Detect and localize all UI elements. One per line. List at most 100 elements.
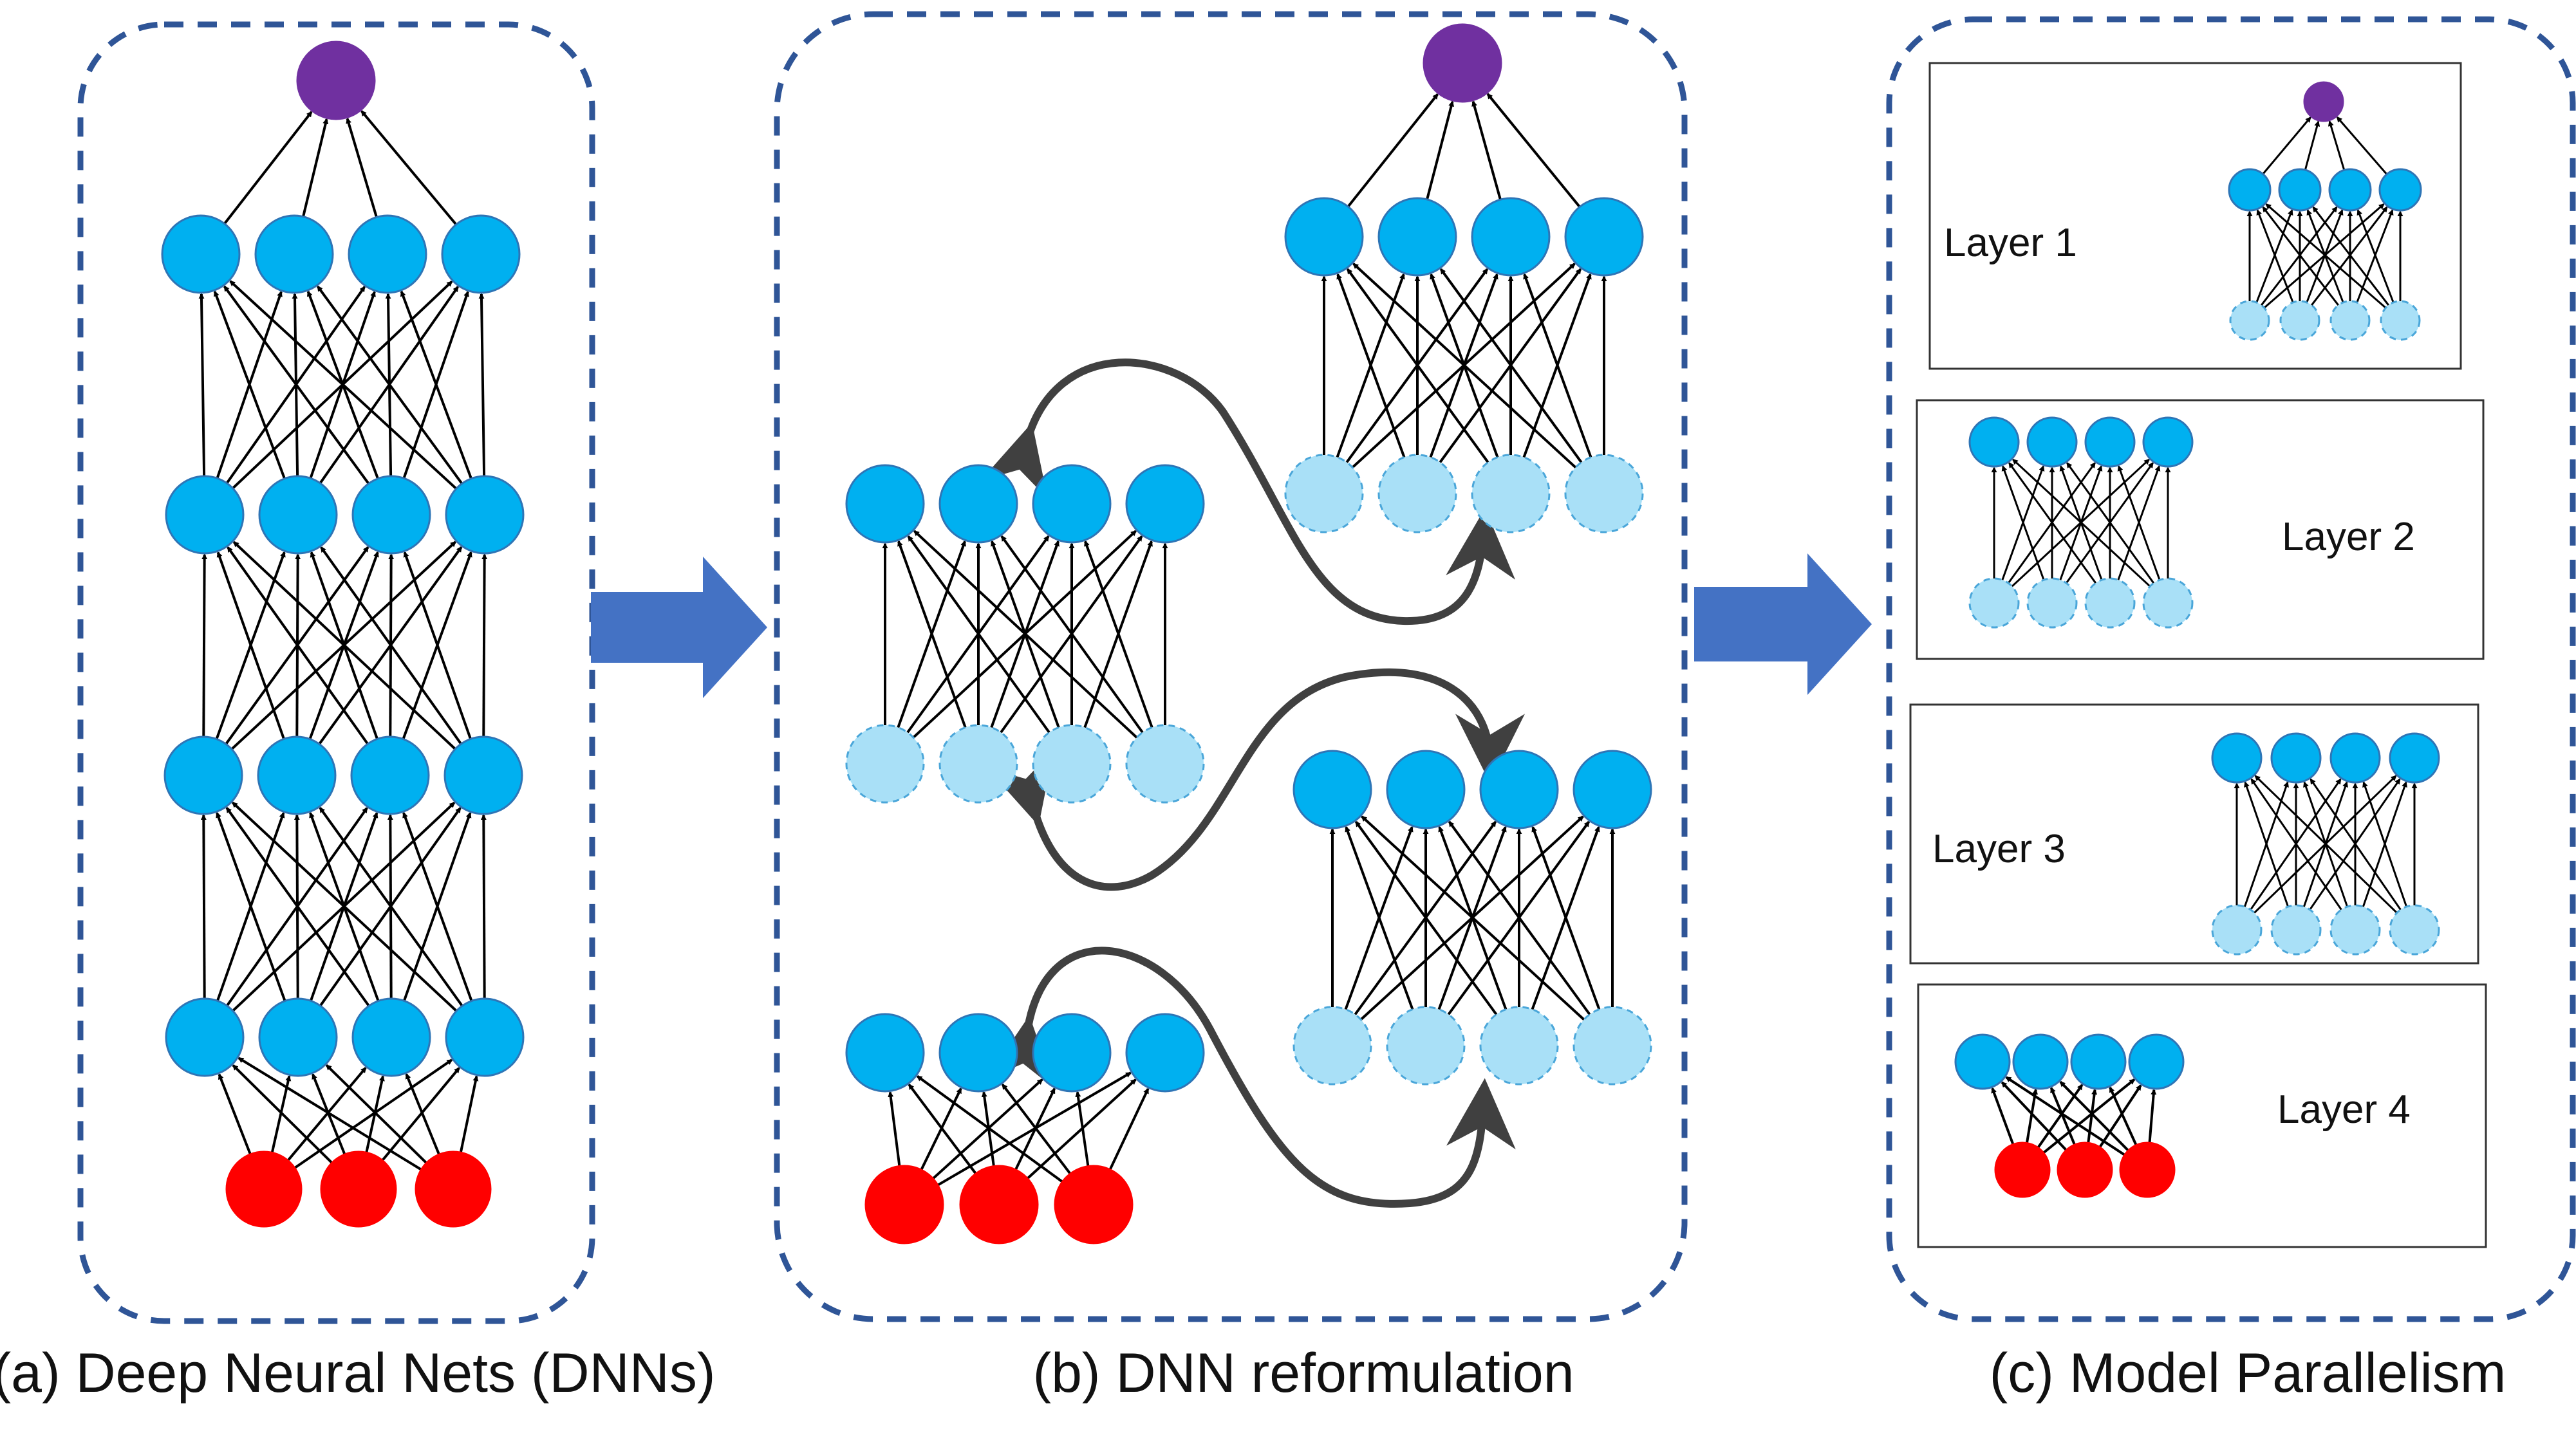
block-b3-edge xyxy=(1531,826,1601,1010)
dnn-a-hidden-node xyxy=(350,735,430,815)
layer3-c-hidden-node xyxy=(2211,732,2263,784)
layer1-c-edge xyxy=(2312,206,2389,306)
dnn-a-edge xyxy=(360,110,458,226)
block-b4-ghost-node xyxy=(1471,454,1551,533)
block-b3-edge xyxy=(1448,820,1591,1015)
dnn-a-input-node xyxy=(225,1151,303,1228)
layer4-c-input-node xyxy=(2119,1141,2176,1198)
dnn-a-edge xyxy=(480,814,487,999)
dnn-a-edge xyxy=(218,1073,252,1155)
layer1-c-hidden-node xyxy=(2378,168,2422,212)
caption-c: (c) Model Parallelism xyxy=(1989,1342,2506,1404)
block-b2-edge xyxy=(913,530,1138,739)
dnn-a-edge xyxy=(400,290,472,479)
dnn-a-hidden-node xyxy=(445,997,525,1077)
dnn-a-hidden-node xyxy=(441,214,521,294)
layer4-c-edge xyxy=(2148,1089,2157,1143)
dnn-a-hidden-node xyxy=(161,214,241,294)
dnn-a-hidden-node xyxy=(443,735,523,815)
block-b1-input-node xyxy=(959,1165,1039,1244)
curved-flow-arrows xyxy=(980,358,1525,1208)
block-b4-hidden-node xyxy=(1284,197,1364,277)
dnn-a-edge xyxy=(270,1075,292,1153)
block-b4-ghost-node xyxy=(1564,454,1644,533)
layer4-c-input-node xyxy=(2057,1141,2113,1198)
block-b1-hidden-node xyxy=(845,1013,925,1093)
layer4-c-edge xyxy=(2025,1088,2039,1143)
layer2-c-edge xyxy=(2012,458,2151,587)
block-b4-edge xyxy=(1486,93,1581,208)
dnn-a-edge xyxy=(225,806,370,1007)
layer1-c-hidden-node xyxy=(2328,168,2372,212)
curve-arrow-1 xyxy=(980,358,1516,625)
layer2-c-edge xyxy=(2001,465,2045,580)
layer4-c-hidden-node xyxy=(1954,1033,2011,1090)
layer3-c-ghost-node xyxy=(2270,904,2322,956)
block-b1-edge xyxy=(1001,1083,1072,1175)
layer4-c-edge xyxy=(2109,1086,2138,1146)
caption-b: (b) DNN reformulation xyxy=(1032,1342,1574,1404)
layer-1-label: Layer 1 xyxy=(1944,221,2077,265)
block-b3-edge xyxy=(1361,815,1585,1021)
dnn-a-edge xyxy=(365,1075,385,1153)
layer2-c-ghost-node xyxy=(2084,577,2136,629)
layer4-c-edge xyxy=(2087,1088,2098,1143)
layer1-c-edge xyxy=(2256,209,2294,303)
dnn-a-edge xyxy=(403,551,472,740)
dnn-a-edge xyxy=(216,551,285,740)
block-b4-edge xyxy=(1426,100,1454,200)
dnn-a-hidden-node xyxy=(258,997,338,1077)
block-b2-ghost-node xyxy=(1032,724,1112,804)
layer3-c-hidden-node xyxy=(2389,732,2440,784)
block-b3-hidden-node xyxy=(1479,750,1559,829)
block-b2-edge xyxy=(907,535,1050,734)
block-b4-output-node xyxy=(1423,23,1502,103)
dnn-a-output-node xyxy=(296,41,376,120)
layer3-c-edge xyxy=(2254,775,2398,914)
block-b2-ghost-node xyxy=(845,724,925,804)
layer4-c-hidden-node xyxy=(2070,1033,2127,1090)
layer4-c-edge xyxy=(2098,1084,2142,1149)
block-b1-edge xyxy=(888,1091,901,1167)
dnn-a-edge xyxy=(223,111,313,225)
dnn-a-edge xyxy=(316,285,463,485)
dnn-a-edge xyxy=(200,814,207,999)
layer2-c-edge xyxy=(2008,462,2097,584)
layer2-c-ghost-node xyxy=(1968,577,2020,629)
dnn-a-edge xyxy=(286,1067,367,1161)
layer4-c-edge xyxy=(2049,1087,2076,1145)
layer4-c-edge xyxy=(2005,1076,2125,1156)
block-b2-edge xyxy=(897,540,967,728)
layer2-c-edge xyxy=(2066,462,2155,584)
block-b4-edge xyxy=(1471,100,1502,200)
layer2-c-ghost-node xyxy=(2142,577,2194,629)
dnn-a-edge xyxy=(198,293,206,477)
network-nodes xyxy=(161,23,2440,1244)
dnn-a-input-node xyxy=(415,1151,492,1228)
block-b4-hidden-node xyxy=(1564,197,1644,277)
dnn-a-edge xyxy=(223,285,370,485)
dnn-a-input-node xyxy=(320,1151,397,1228)
block-b3-edge xyxy=(1354,820,1498,1015)
layer4-c-input-node xyxy=(1994,1141,2051,1198)
block-b2-edge xyxy=(1084,540,1153,728)
layer1-c-ghost-node xyxy=(2279,300,2320,341)
block-b1-hidden-node xyxy=(1125,1013,1205,1093)
block-b4-ghost-node xyxy=(1377,454,1457,533)
block-b4-edge xyxy=(1347,93,1439,208)
block-b1-edge xyxy=(1075,1091,1090,1167)
layer4-c-edge xyxy=(2001,1081,2067,1151)
layer3-c-ghost-node xyxy=(2389,904,2440,956)
dnn-a-edge xyxy=(381,1067,460,1161)
layer2-c-ghost-node xyxy=(2026,577,2078,629)
dnn-a-edge xyxy=(320,546,462,745)
layer1-c-edge xyxy=(2265,203,2387,309)
layer1-c-ghost-node xyxy=(2380,300,2421,341)
dnn-a-edge xyxy=(346,117,378,218)
dnn-a-hidden-node xyxy=(445,475,525,555)
block-b1-input-node xyxy=(1054,1165,1134,1244)
layer1-c-edge xyxy=(2357,209,2394,303)
dnn-a-hidden-node xyxy=(348,214,427,294)
layer1-c-edge xyxy=(2304,120,2320,171)
layer1-c-output-node xyxy=(2303,81,2344,122)
